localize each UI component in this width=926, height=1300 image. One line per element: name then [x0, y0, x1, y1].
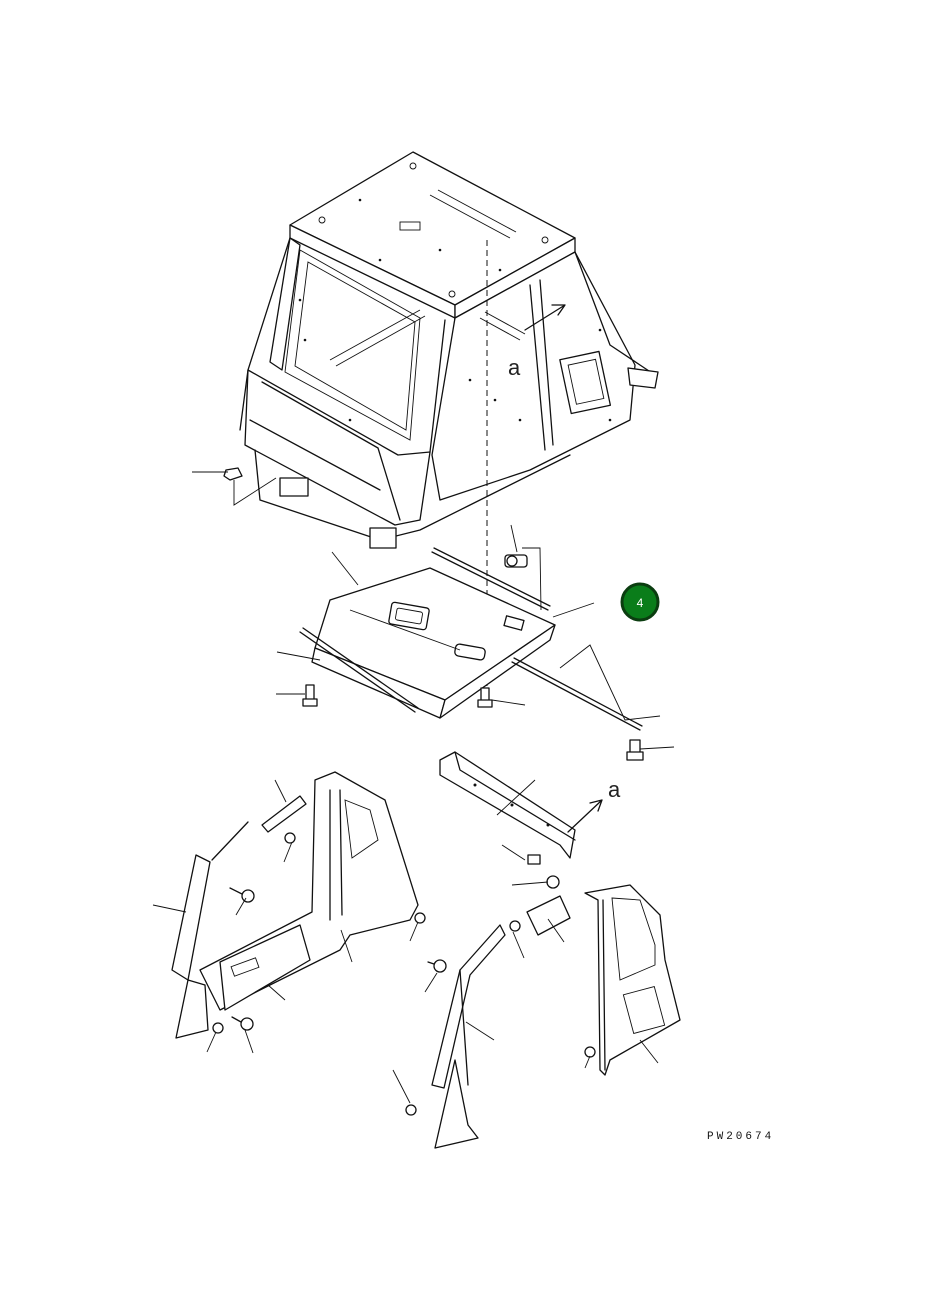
screw	[546, 875, 560, 889]
view-label-a-upper: a	[508, 355, 521, 380]
screw	[212, 1022, 224, 1034]
screw	[427, 959, 447, 973]
reference-badge[interactable]: 4	[620, 582, 660, 622]
nut	[223, 467, 243, 481]
screw	[414, 912, 426, 924]
bolt	[626, 739, 644, 761]
mounting-bracket	[439, 751, 603, 865]
screw	[405, 1104, 417, 1116]
screw	[584, 1046, 596, 1058]
reference-badge-circle[interactable]	[620, 582, 660, 622]
floor-seal-strips	[299, 547, 643, 731]
left-side-panels	[171, 771, 447, 1039]
reference-badge-number: 4	[637, 596, 644, 610]
screw	[284, 832, 296, 844]
bolt	[302, 684, 318, 707]
screw	[229, 887, 255, 903]
bolt	[477, 687, 493, 708]
view-label-a-lower: a	[608, 777, 621, 802]
hardware	[223, 467, 644, 761]
bolt	[527, 854, 541, 865]
screw	[509, 920, 521, 932]
cab-assembly	[239, 151, 659, 549]
clip	[504, 554, 528, 568]
screw	[231, 1016, 254, 1031]
right-side-panels	[405, 875, 681, 1149]
drawing-code: PW20674	[707, 1131, 774, 1143]
leader-lines	[152, 471, 675, 1104]
floor-plate	[311, 567, 556, 719]
